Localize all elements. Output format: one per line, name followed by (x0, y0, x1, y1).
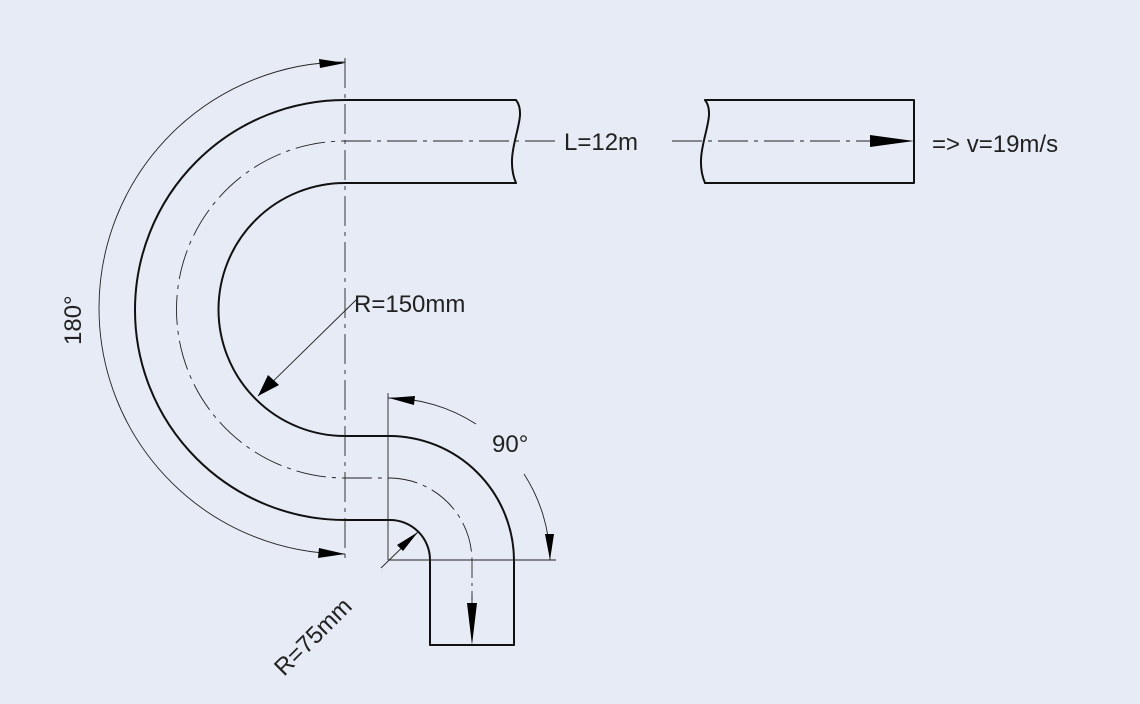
flow-direction-arrowhead (870, 135, 914, 147)
arrowhead-90-top (389, 396, 415, 405)
large-angle-label: 180° (60, 295, 87, 345)
large-radius-label: R=150mm (354, 291, 465, 318)
dimension-arc-90-bottom (523, 473, 551, 561)
arrowhead-180-bottom (318, 548, 345, 558)
arrowhead-90-bottom (545, 534, 554, 560)
length-label-background (556, 124, 668, 158)
velocity-label: => v=19m/s (932, 131, 1058, 158)
pipe-outer-wall (134, 99, 517, 646)
arrowhead-r150 (258, 375, 279, 396)
centerline-main (176, 140, 555, 561)
length-label: L=12m (564, 129, 638, 156)
pipe-inner-wall (217, 182, 517, 646)
small-angle-label: 90° (492, 431, 528, 458)
leader-r150 (257, 299, 357, 397)
arrowhead-180-top (319, 59, 345, 68)
dimension-arc-180 (98, 61, 346, 555)
pipe-break-right (700, 99, 710, 184)
outlet-flow-arrowhead (467, 603, 477, 645)
pipe-break-left (511, 99, 521, 184)
small-radius-label: R=75mm (269, 593, 357, 681)
dimension-arc-90-top (387, 397, 477, 425)
arrowhead-r75 (397, 532, 418, 551)
pipe-right-segment (704, 99, 915, 184)
